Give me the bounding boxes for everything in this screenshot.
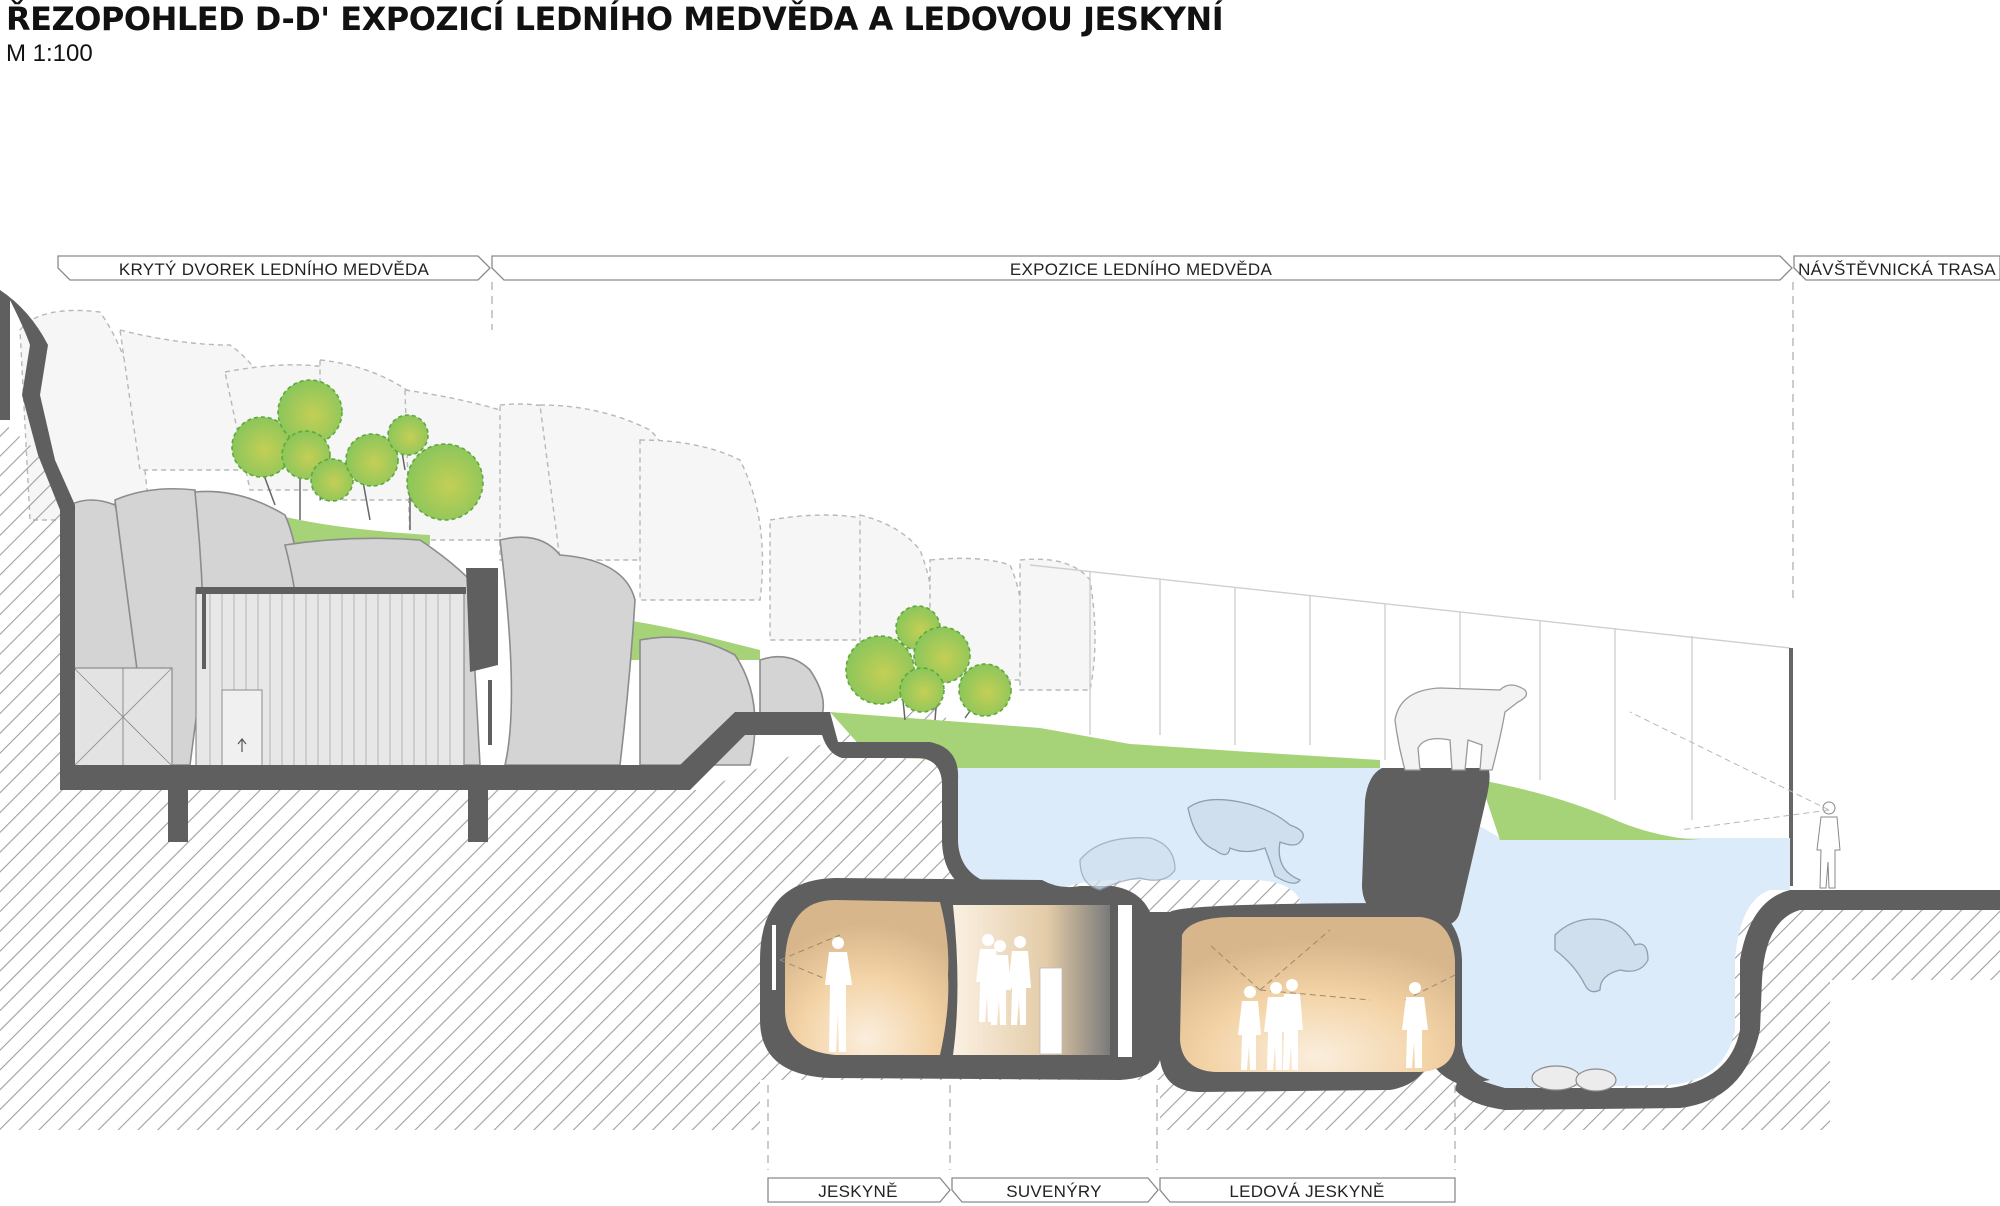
person-cave-1	[825, 937, 852, 1052]
central-pier	[1362, 768, 1490, 927]
person-ice-2	[1264, 982, 1287, 1070]
person-shop-3	[1008, 936, 1031, 1025]
zone-label-souvenirs: SUVENÝRY	[1006, 1182, 1102, 1201]
ice-cave-room	[1180, 917, 1455, 1072]
pool-water	[952, 768, 1790, 1088]
zone-label-exposition: EXPOZICE LEDNÍHO MEDVĚDA	[1010, 260, 1273, 279]
glass-wall	[1789, 648, 1793, 886]
basin-wall	[1455, 890, 2000, 1110]
polar-bear-swimming-3	[1554, 918, 1649, 993]
concrete-structure	[0, 290, 1090, 900]
trees-upper	[231, 379, 484, 530]
covered-yard-structure	[73, 568, 498, 769]
page-title: ŘEZOPOHLED D-D' EXPOZICÍ LEDNÍHO MEDVĚDA…	[6, 0, 1224, 38]
scale-label: M 1:100	[6, 40, 93, 67]
polar-bear-swimming-2	[1079, 837, 1176, 891]
grass-slope-mid	[830, 712, 1380, 768]
trees-lower	[845, 605, 1012, 721]
cave-tunnel	[760, 878, 1490, 1092]
person-ice-1	[1238, 986, 1261, 1070]
zone-bar-bottom: JESKYNĚ SUVENÝRY LEDOVÁ JESKYNĚ	[767, 1085, 1456, 1203]
zone-label-ice-cave: LEDOVÁ JESKYNĚ	[1229, 1182, 1384, 1201]
person-ice-3	[1280, 979, 1303, 1070]
cave-room-1	[785, 900, 949, 1055]
polar-bear-standing	[1394, 684, 1528, 771]
grass-slope-right	[1480, 780, 1700, 840]
person-ice-4	[1402, 982, 1428, 1068]
zone-bar-top: KRYTÝ DVOREK LEDNÍHO MEDVĚDA EXPOZICE LE…	[57, 255, 2000, 600]
visitor-on-route	[1816, 801, 1841, 889]
rock-massif-background	[19, 309, 1096, 691]
polar-bear-swimming-1	[1187, 798, 1304, 884]
sight-lines	[1629, 711, 1830, 831]
visitors-silhouettes	[825, 934, 1428, 1070]
basin-pebbles	[1531, 1065, 1617, 1092]
zone-label-cave: JESKYNĚ	[818, 1182, 898, 1201]
zone-label-visitor-route: NÁVŠTĚVNICKÁ TRASA	[1798, 260, 1996, 279]
person-shop-2	[988, 940, 1011, 1025]
zone-label-covered-yard: KRYTÝ DVOREK LEDNÍHO MEDVĚDA	[119, 260, 430, 279]
